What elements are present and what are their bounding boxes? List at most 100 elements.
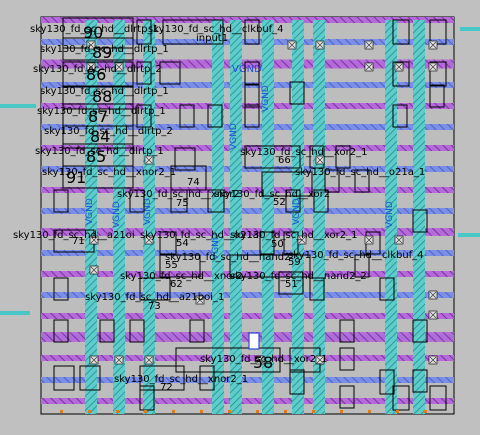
tap-cell xyxy=(88,410,91,413)
cell-outline[interactable] xyxy=(289,369,305,395)
cell-outline[interactable] xyxy=(309,277,325,301)
cell-outline[interactable] xyxy=(379,369,395,395)
cell-outline[interactable] xyxy=(179,104,195,128)
cell-outline[interactable] xyxy=(354,254,370,278)
cell-id: 66 xyxy=(278,155,291,166)
cell-outline[interactable] xyxy=(259,231,275,255)
cell-outline[interactable] xyxy=(379,277,395,301)
cell-outline[interactable] xyxy=(429,385,447,411)
tap-cell xyxy=(228,410,231,413)
cell-outline[interactable] xyxy=(159,231,177,255)
power-strap xyxy=(262,20,274,414)
cell-outline[interactable] xyxy=(170,189,188,213)
cell-outline[interactable] xyxy=(159,61,181,85)
io-pin-right-2[interactable] xyxy=(458,233,480,237)
cell-outline[interactable] xyxy=(62,86,134,110)
cell-id: 62 xyxy=(170,279,183,290)
cell-outline[interactable] xyxy=(392,19,410,45)
power-strap-band xyxy=(41,59,454,69)
cell-label: sky130_fd_sc_hd__dlrtp_1 xyxy=(40,44,169,55)
cell-outline[interactable] xyxy=(339,347,355,371)
cell-outline[interactable] xyxy=(53,277,69,301)
cell-outline[interactable] xyxy=(62,125,134,149)
cell-outline[interactable] xyxy=(79,365,101,391)
cell-outline[interactable] xyxy=(244,104,260,128)
cell-id: 59 xyxy=(288,257,301,268)
cell-outline[interactable] xyxy=(162,19,224,45)
cell-outline[interactable] xyxy=(339,319,355,343)
cell-outline[interactable] xyxy=(53,319,69,343)
io-pin-left-1[interactable] xyxy=(0,104,36,108)
cell-outline[interactable] xyxy=(136,19,152,45)
cell-outline[interactable] xyxy=(174,147,196,171)
io-pin-left-2[interactable] xyxy=(0,311,30,315)
cell-outline[interactable] xyxy=(129,319,145,343)
cell-label: sky130_fd_sc_hd__o21ai xyxy=(140,230,262,241)
cell-label: sky130_fd_sc_hd__xnor2 xyxy=(117,189,240,200)
cell-outline[interactable] xyxy=(244,19,260,45)
selected-cell[interactable] xyxy=(248,332,260,350)
cell-outline[interactable] xyxy=(229,254,311,278)
cell-outline[interactable] xyxy=(313,189,329,213)
cell-outline[interactable] xyxy=(139,277,171,301)
cell-label: sky130_fd_sc_hd__dlrtp_1 xyxy=(30,24,159,35)
cell-outline[interactable] xyxy=(207,104,223,128)
cell-outline[interactable] xyxy=(412,319,428,343)
strap-label-top: VGND xyxy=(232,64,262,75)
cell-outline[interactable] xyxy=(289,81,305,105)
pin-marker-cross xyxy=(256,356,264,364)
cell-outline[interactable] xyxy=(207,189,225,213)
cell-label: input1 xyxy=(196,33,228,44)
pin-marker-cross xyxy=(316,41,324,49)
cell-outline[interactable] xyxy=(244,84,260,108)
cell-outline[interactable] xyxy=(62,165,134,189)
cell-outline[interactable] xyxy=(175,347,281,373)
cell-outline[interactable] xyxy=(278,271,304,295)
cell-outline[interactable] xyxy=(392,104,408,128)
power-rail xyxy=(41,292,454,298)
cell-outlines xyxy=(53,17,447,413)
cell-outline[interactable] xyxy=(335,145,351,169)
cell-outline[interactable] xyxy=(53,189,69,213)
cell-outline[interactable] xyxy=(429,19,447,45)
pin-marker-cross xyxy=(429,356,437,364)
cell-outline[interactable] xyxy=(53,365,75,391)
cell-outline[interactable] xyxy=(136,104,152,128)
power-strap xyxy=(230,20,242,414)
cell-outline[interactable] xyxy=(429,84,445,108)
cell-id: 85 xyxy=(86,147,106,166)
cell-outline[interactable] xyxy=(199,365,215,391)
cell-outline[interactable] xyxy=(244,145,301,169)
cell-labels: sky130_fd_sc_hd__dlrtp_1 sky130_fd_sc_hd_… xyxy=(13,24,425,385)
io-pin-right-1[interactable] xyxy=(460,27,480,31)
cell-outline[interactable] xyxy=(99,319,115,343)
tap-cell xyxy=(424,410,427,413)
cell-outline[interactable] xyxy=(139,365,185,391)
cell-outline[interactable] xyxy=(62,61,134,87)
cell-outline[interactable] xyxy=(170,165,207,191)
cell-outline[interactable] xyxy=(261,171,313,197)
cell-outline[interactable] xyxy=(189,319,205,343)
cell-outline[interactable] xyxy=(354,169,370,193)
cell-outline[interactable] xyxy=(339,385,355,409)
cell-outline[interactable] xyxy=(392,385,410,411)
cell-outline[interactable] xyxy=(412,209,428,233)
cell-id: 89 xyxy=(92,43,112,62)
cell-outline[interactable] xyxy=(429,61,447,87)
cell-outline[interactable] xyxy=(285,189,301,213)
pin-marker-cross xyxy=(90,266,98,274)
cell-outline[interactable] xyxy=(62,17,134,49)
cell-outline[interactable] xyxy=(392,61,410,87)
cell-label: sky130_fd_sc_hd__xor2 xyxy=(214,189,330,200)
cell-outline[interactable] xyxy=(244,61,260,85)
cell-id: 73 xyxy=(148,301,161,312)
cell-outline[interactable] xyxy=(129,189,145,213)
cell-outline[interactable] xyxy=(412,369,428,393)
cell-outline[interactable] xyxy=(136,61,152,85)
cell-outline[interactable] xyxy=(159,254,201,278)
cell-outline[interactable] xyxy=(62,37,134,61)
cell-outline[interactable] xyxy=(324,169,340,193)
cell-id: 52 xyxy=(273,197,286,208)
